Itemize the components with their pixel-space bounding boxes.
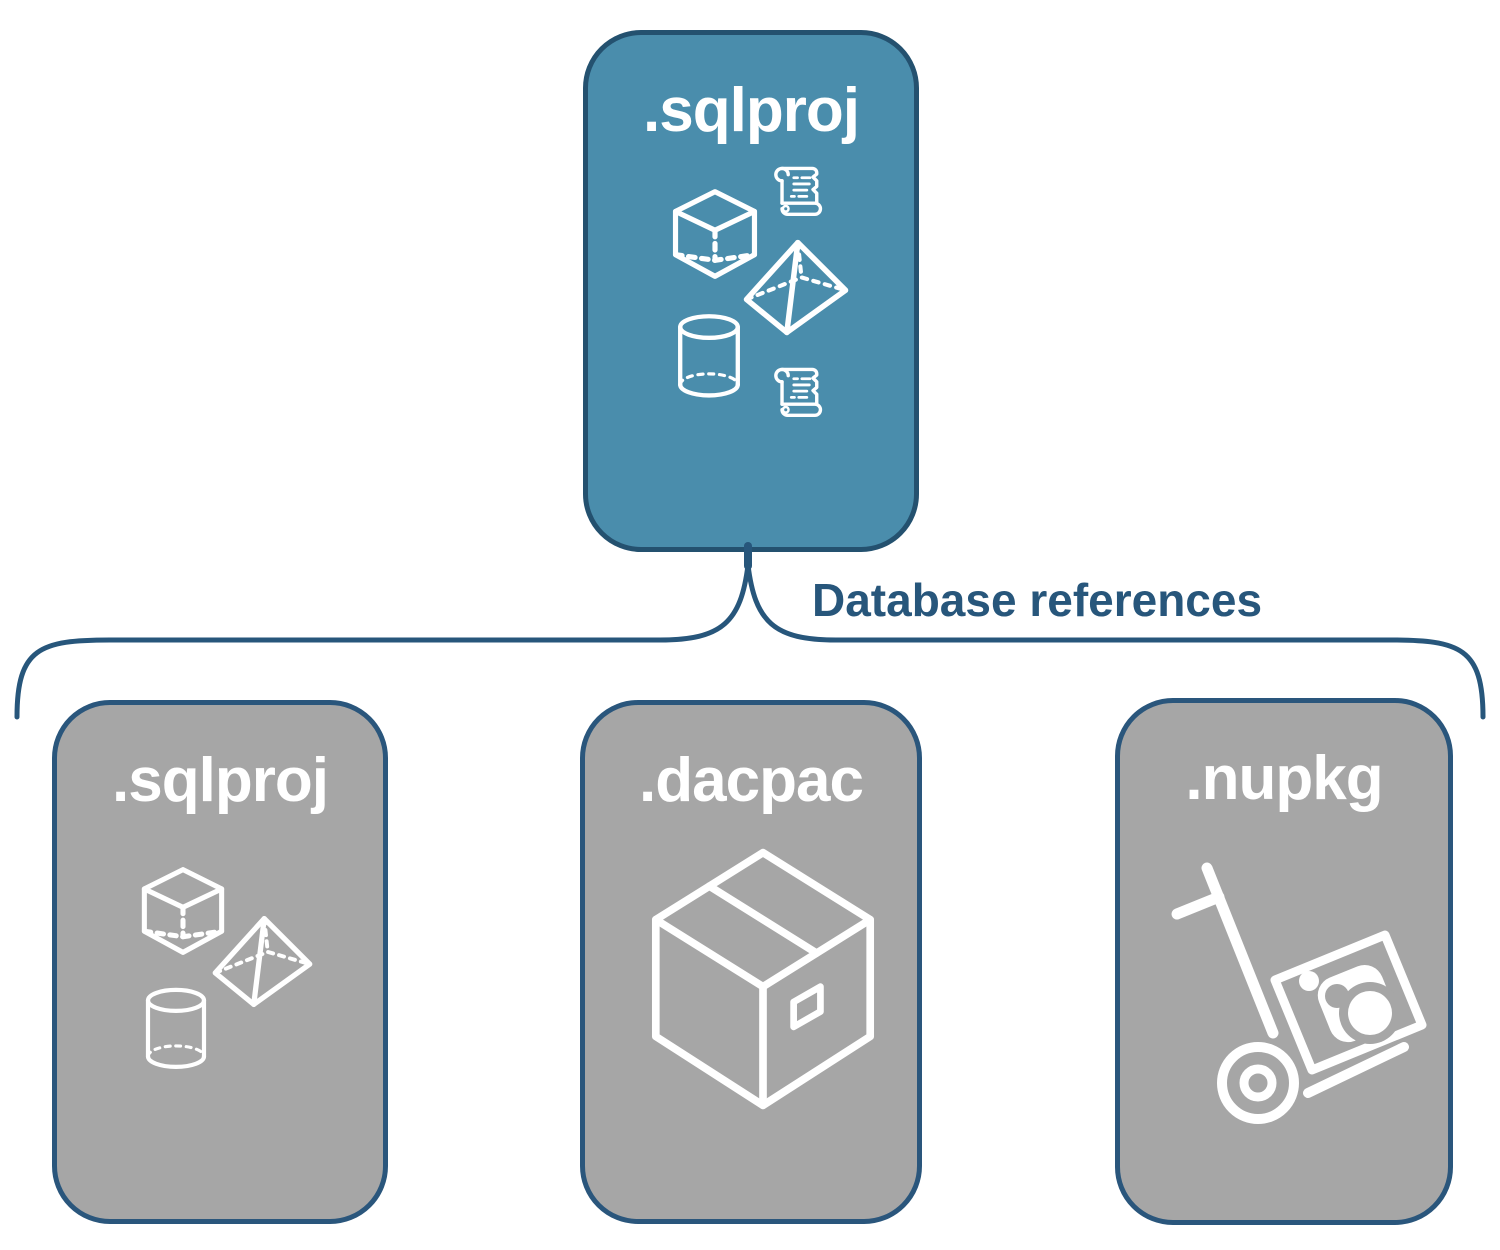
node-sqlproj-root: .sqlproj — [583, 30, 919, 552]
script-scroll-icon — [769, 161, 831, 223]
script-scroll-icon — [769, 362, 831, 424]
node-sqlproj-root-label: .sqlproj — [643, 76, 860, 145]
pyramid-icon — [210, 913, 315, 1010]
node-sqlproj-child-label: .sqlproj — [112, 746, 329, 815]
node-dacpac: .dacpac — [580, 700, 922, 1224]
edge-label-database-references: Database references — [812, 574, 1263, 626]
node-nupkg-label: .nupkg — [1185, 744, 1383, 813]
node-sqlproj-child: .sqlproj — [52, 700, 388, 1224]
nuget-hand-truck-icon — [1160, 853, 1430, 1128]
database-references-brace — [14, 542, 1486, 720]
cylinder-icon — [673, 311, 745, 405]
node-dacpac-label: .dacpac — [639, 746, 864, 815]
package-box-icon — [648, 845, 878, 1113]
node-nupkg: .nupkg — [1115, 698, 1453, 1225]
pyramid-icon — [741, 237, 851, 338]
cylinder-icon — [141, 985, 211, 1076]
